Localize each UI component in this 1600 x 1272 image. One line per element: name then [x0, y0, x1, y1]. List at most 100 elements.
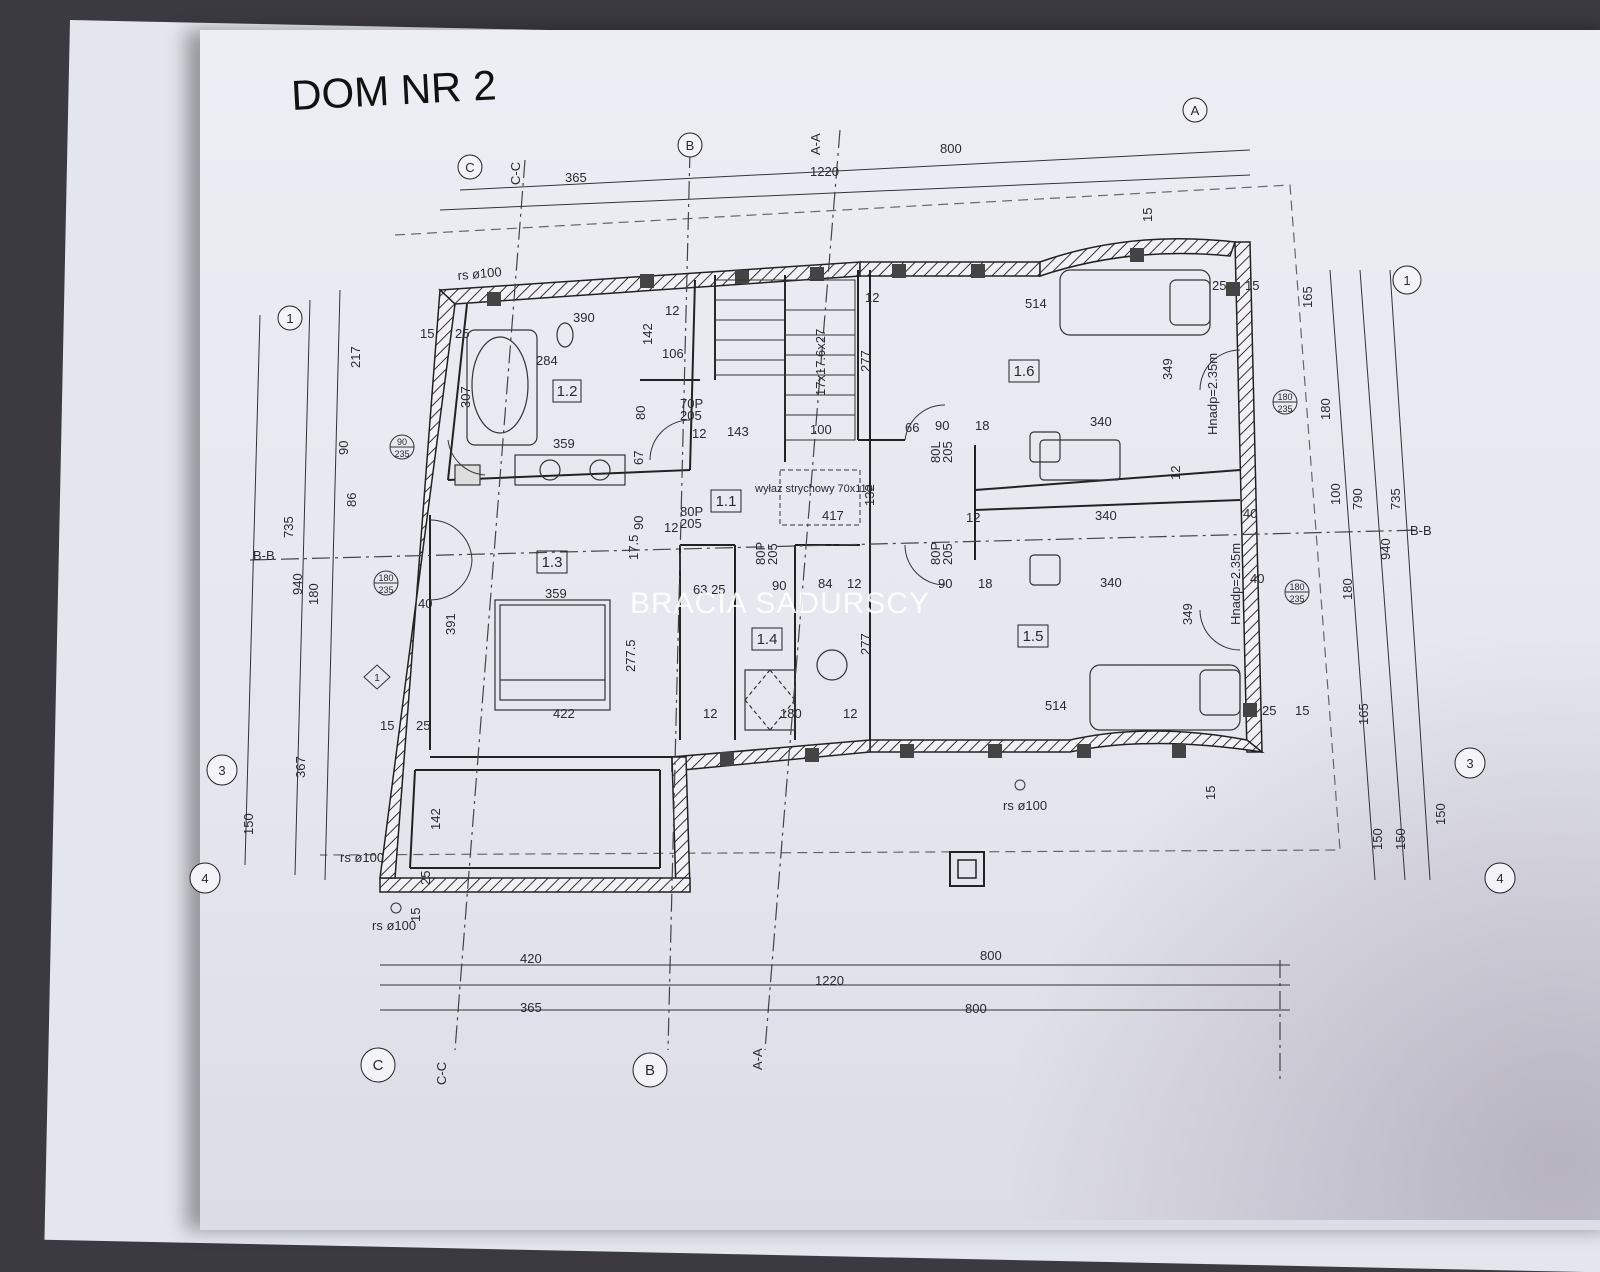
svg-text:277.5: 277.5 — [623, 639, 638, 672]
svg-text:390: 390 — [573, 310, 595, 325]
svg-text:90: 90 — [336, 441, 351, 455]
svg-text:rs ø100: rs ø100 — [457, 264, 502, 283]
svg-text:422: 422 — [553, 706, 575, 721]
svg-text:235: 235 — [378, 585, 393, 595]
svg-text:12: 12 — [966, 510, 980, 525]
svg-text:106: 106 — [662, 346, 684, 361]
svg-text:180: 180 — [378, 573, 393, 583]
svg-text:367: 367 — [293, 756, 308, 778]
drawing-sheet — [200, 30, 1600, 1230]
svg-text:217: 217 — [348, 346, 363, 368]
room-label-1-4: 1.4 — [757, 631, 778, 648]
svg-text:Hnadp=2.35m: Hnadp=2.35m — [1228, 543, 1243, 625]
svg-text:40: 40 — [418, 596, 432, 611]
svg-text:340: 340 — [1090, 414, 1112, 429]
svg-text:15: 15 — [1245, 278, 1259, 293]
axis-marker-b-top: B — [677, 132, 703, 158]
svg-text:25: 25 — [1212, 278, 1226, 293]
shadow — [1000, 620, 1600, 1220]
svg-text:17.5: 17.5 — [626, 535, 641, 560]
svg-text:18: 18 — [975, 418, 989, 433]
svg-text:15: 15 — [1140, 208, 1155, 222]
svg-text:12: 12 — [847, 576, 861, 591]
room-label-1-5: 1.5 — [1023, 628, 1044, 645]
svg-text:15: 15 — [420, 326, 434, 341]
svg-text:86: 86 — [344, 493, 359, 507]
dimension-labels: 800 1220 365 514 514 340 340 340 349 349… — [241, 141, 1448, 1016]
svg-text:349: 349 — [1180, 603, 1195, 625]
room-label-1-1: 1.1 — [716, 493, 737, 510]
window-tag-left-lower: 180 235 — [373, 570, 399, 596]
svg-text:C: C — [465, 160, 474, 175]
svg-text:90: 90 — [935, 418, 949, 433]
room-label-1-2: 1.2 — [557, 383, 578, 400]
watermark: BRACIA SADURSCY — [630, 587, 930, 620]
svg-text:rs ø100: rs ø100 — [1003, 798, 1047, 813]
svg-text:90: 90 — [631, 516, 646, 530]
bathroom-fixtures — [454, 322, 848, 731]
svg-text:12: 12 — [664, 520, 678, 535]
svg-text:349: 349 — [1160, 358, 1175, 380]
svg-text:18: 18 — [978, 576, 992, 591]
svg-text:150: 150 — [1370, 828, 1385, 850]
svg-text:90: 90 — [397, 437, 407, 447]
svg-text:150: 150 — [1433, 803, 1448, 825]
room-label-1-3: 1.3 — [542, 554, 563, 571]
svg-text:940: 940 — [1378, 538, 1393, 560]
axis-marker-a-top: A — [1182, 97, 1208, 123]
svg-text:rs ø100: rs ø100 — [372, 918, 416, 933]
svg-text:165: 165 — [1356, 703, 1371, 725]
svg-text:277: 277 — [858, 633, 873, 655]
svg-text:235: 235 — [1277, 404, 1292, 414]
window-tags: 90 235 180 235 180 235 180 235 1 — [363, 389, 1310, 690]
axis-marker-3-right: 3 — [1454, 747, 1486, 779]
axis-marker-1-right: 1 — [1392, 265, 1422, 295]
chimney — [949, 851, 985, 887]
svg-text:40: 40 — [1250, 571, 1264, 586]
level-marker-1: 1 — [363, 664, 391, 690]
axis-marker-1-left: 1 — [277, 305, 303, 331]
window-openings — [487, 248, 1257, 766]
svg-text:3: 3 — [1466, 756, 1473, 771]
svg-text:12: 12 — [865, 290, 879, 305]
axis-marker-3-left: 3 — [206, 754, 238, 786]
svg-text:25: 25 — [418, 871, 433, 885]
svg-text:90: 90 — [938, 576, 952, 591]
svg-text:514: 514 — [1045, 698, 1067, 713]
svg-text:800: 800 — [965, 1001, 987, 1016]
svg-text:235: 235 — [394, 449, 409, 459]
svg-text:180: 180 — [1277, 392, 1292, 402]
room-label-1-6: 1.6 — [1014, 363, 1035, 380]
svg-text:C: C — [373, 1057, 384, 1074]
svg-text:12: 12 — [665, 303, 679, 318]
svg-text:67: 67 — [631, 451, 646, 465]
svg-text:25: 25 — [1262, 703, 1276, 718]
window-tag-right-upper: 180 235 — [1272, 389, 1298, 415]
svg-text:205: 205 — [680, 516, 702, 531]
svg-text:4: 4 — [1496, 871, 1503, 886]
svg-text:150: 150 — [1393, 828, 1408, 850]
svg-text:180: 180 — [1318, 398, 1333, 420]
window-tag-left-upper: 90 235 — [389, 434, 415, 460]
svg-text:1: 1 — [1403, 273, 1410, 288]
svg-text:12: 12 — [843, 706, 857, 721]
staircase — [714, 279, 861, 526]
svg-text:B: B — [645, 1062, 655, 1079]
svg-text:180: 180 — [306, 583, 321, 605]
window-tag-right-lower: 180 235 — [1284, 579, 1310, 605]
section-label-bb-left: B-B — [253, 548, 275, 563]
door-swings — [429, 349, 1241, 651]
axis-marker-4-left: 4 — [189, 862, 221, 894]
svg-text:800: 800 — [940, 141, 962, 156]
grid-lines — [249, 129, 1421, 1080]
svg-text:800: 800 — [980, 948, 1002, 963]
svg-text:1: 1 — [374, 673, 380, 684]
svg-text:40: 40 — [1243, 506, 1257, 521]
svg-text:17x17.6x27: 17x17.6x27 — [813, 329, 828, 396]
svg-text:365: 365 — [520, 1000, 542, 1015]
svg-text:735: 735 — [281, 516, 296, 538]
svg-text:735: 735 — [1388, 488, 1403, 510]
svg-text:3: 3 — [218, 763, 225, 778]
section-label-aa-bottom: A-A — [750, 1048, 765, 1070]
svg-text:80P: 80P — [928, 542, 943, 565]
